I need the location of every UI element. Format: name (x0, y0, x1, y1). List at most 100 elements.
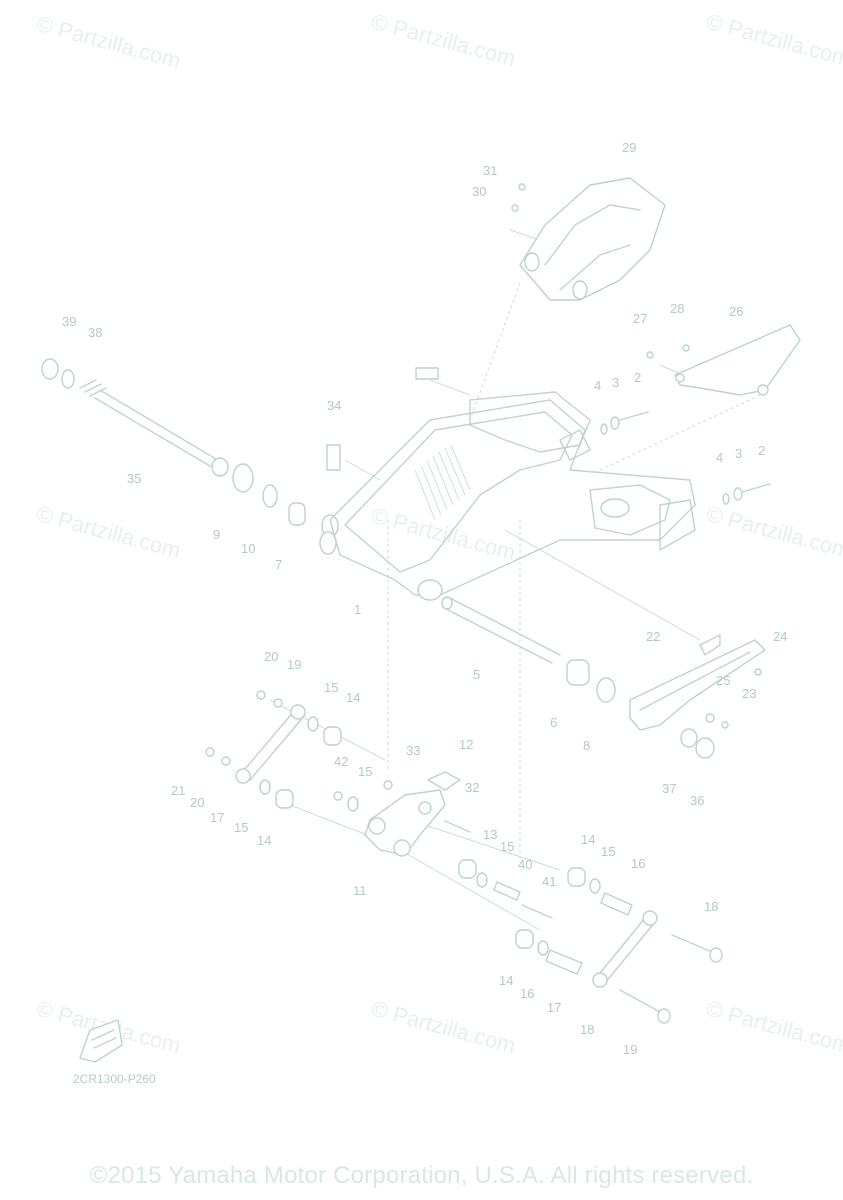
watermark: © Partzilla.com (34, 11, 184, 74)
bolt-set-upper (600, 411, 649, 435)
callout: 19 (623, 1042, 637, 1057)
washer-29 (511, 204, 519, 212)
callout: 3 (735, 446, 742, 461)
bolt-27 (682, 344, 690, 352)
collar-24 (705, 713, 715, 723)
callout: 1 (354, 602, 361, 617)
nut-35 (695, 737, 715, 759)
callout: 15 (358, 764, 372, 779)
watermark: © Partzilla.com (369, 503, 519, 566)
callout: 10 (241, 541, 255, 556)
nut-20 (256, 690, 266, 700)
callout: 8 (583, 738, 590, 753)
rear-arm-1 (329, 391, 696, 601)
callout: 41 (542, 874, 556, 889)
copyright-notice: ©2015 Yamaha Motor Corporation, U.S.A. A… (89, 1162, 754, 1189)
callout: 15 (500, 839, 514, 854)
callout: 5 (473, 667, 480, 682)
bolt-26 (646, 351, 654, 359)
seal-15 (259, 779, 271, 795)
callouts: 1 2 2 3 3 4 4 5 6 7 8 9 10 11 12 13 14 1… (62, 140, 787, 1057)
callout: 30 (472, 184, 486, 199)
callout: 9 (213, 527, 220, 542)
callout: 4 (594, 378, 601, 393)
washer-37 (61, 369, 75, 389)
nut-38 (41, 358, 59, 380)
callout: 12 (459, 737, 473, 752)
seal-15 (307, 716, 319, 732)
collar-14 (567, 867, 586, 887)
collar-6 (566, 659, 590, 686)
nut-20 (205, 747, 215, 757)
callout: 29 (622, 140, 636, 155)
callout: 4 (716, 450, 723, 465)
callout: 15 (324, 680, 338, 695)
callout: 35 (127, 471, 141, 486)
callout: 3 (612, 375, 619, 390)
seal-15 (589, 878, 601, 894)
guide-12 (427, 771, 461, 791)
collar-14 (323, 726, 342, 746)
callout: 21 (171, 783, 185, 798)
callout: 2 (758, 443, 765, 458)
callout: 2 (634, 370, 641, 385)
watermark: © Partzilla.com (369, 9, 519, 72)
callout: 40 (518, 857, 532, 872)
collar-14 (515, 929, 534, 949)
callout: 18 (580, 1022, 594, 1037)
bolt-39 (493, 881, 521, 901)
label-33 (326, 444, 341, 471)
diagram-code: 2CR1300-P260 (73, 1072, 156, 1086)
bolt-18-upper (671, 934, 723, 963)
watermark: © Partzilla.com (704, 996, 843, 1059)
callout: 36 (690, 793, 704, 808)
pivot-axle-34 (41, 358, 229, 477)
collar-7 (288, 502, 306, 526)
collar-14 (275, 789, 294, 809)
watermark: © Partzilla.com (704, 9, 843, 72)
collar-13 (458, 859, 477, 879)
seal-15 (537, 940, 549, 956)
callout: 16 (631, 856, 645, 871)
callout: 37 (662, 781, 676, 796)
callout: 16 (520, 986, 534, 1001)
link-arm-17-left (235, 704, 306, 784)
callout: 17 (210, 810, 224, 825)
bolt-23 (754, 668, 762, 676)
seal-9 (232, 463, 254, 493)
watermark-group: © Partzilla.com © Partzilla.com © Partzi… (34, 9, 843, 1059)
washer-36 (680, 728, 698, 748)
chain-cover-28 (519, 177, 666, 301)
relay-arm-11 (364, 789, 446, 857)
callout: 19 (287, 657, 301, 672)
washer-10 (262, 484, 278, 508)
callout: 14 (257, 833, 271, 848)
callout: 27 (633, 311, 647, 326)
seal-15 (476, 872, 488, 888)
bolt-set-lower (722, 483, 771, 505)
callout: 11 (353, 883, 367, 898)
reference-icon (79, 1019, 123, 1063)
bolt-18-lower (619, 989, 671, 1024)
leader-lines (269, 229, 761, 931)
callout: 32 (465, 780, 479, 795)
screw-22 (721, 721, 729, 729)
callout: 14 (499, 973, 513, 988)
watermark: © Partzilla.com (369, 996, 519, 1059)
callout: 26 (729, 304, 743, 319)
washer-19 (221, 756, 231, 766)
callout: 22 (646, 629, 660, 644)
washer-19 (273, 698, 283, 708)
callout: 31 (483, 163, 497, 178)
callout: 24 (773, 629, 787, 644)
callout: 15 (234, 820, 248, 835)
callout: 6 (550, 715, 557, 730)
callout: 34 (327, 398, 341, 413)
callout: 42 (334, 754, 348, 769)
link-arm-17-right (592, 910, 658, 988)
callout: 23 (742, 686, 756, 701)
callout: 33 (406, 743, 420, 758)
seal-15 (347, 796, 359, 812)
callout: 7 (275, 557, 282, 572)
